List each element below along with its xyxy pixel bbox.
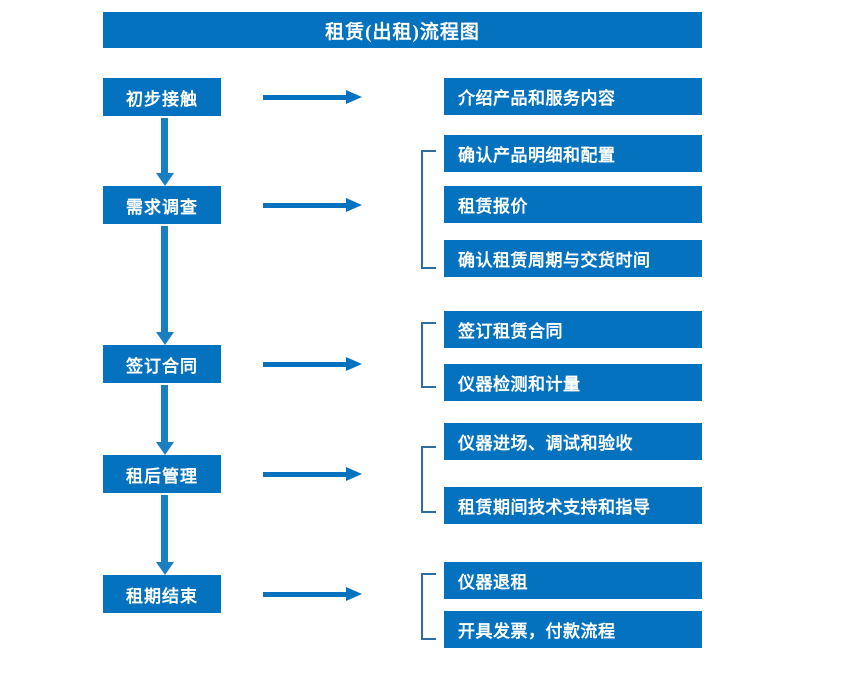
detail-box-6[interactable]: 仪器检测和计量 [444, 364, 702, 401]
stage-box-4[interactable]: 租后管理 [103, 455, 221, 493]
horizontal-arrow-3 [263, 356, 362, 372]
detail-box-9[interactable]: 仪器退租 [444, 562, 702, 599]
detail-box-4[interactable]: 确认租赁周期与交货时间 [444, 240, 702, 277]
detail-box-5[interactable]: 签订租赁合同 [444, 311, 702, 348]
group-bracket-2 [421, 322, 436, 388]
detail-box-1[interactable]: 介绍产品和服务内容 [444, 78, 702, 115]
stage-box-3[interactable]: 签订合同 [103, 345, 221, 383]
detail-box-3[interactable]: 租赁报价 [444, 186, 702, 223]
vertical-arrow-4 [156, 495, 174, 575]
horizontal-arrow-2 [263, 197, 362, 213]
stage-box-1[interactable]: 初步接触 [103, 78, 221, 116]
detail-box-2[interactable]: 确认产品明细和配置 [444, 135, 702, 172]
stage-box-5[interactable]: 租期结束 [103, 575, 221, 613]
detail-box-10[interactable]: 开具发票，付款流程 [444, 611, 702, 648]
group-bracket-1 [421, 150, 436, 269]
vertical-arrow-2 [156, 226, 174, 345]
group-bracket-3 [421, 446, 436, 513]
horizontal-arrow-4 [263, 466, 362, 482]
vertical-arrow-3 [156, 385, 174, 455]
detail-box-8[interactable]: 租赁期间技术支持和指导 [444, 487, 702, 524]
vertical-arrow-1 [156, 118, 174, 186]
horizontal-arrow-5 [263, 586, 362, 602]
group-bracket-4 [421, 573, 436, 640]
detail-box-7[interactable]: 仪器进场、调试和验收 [444, 423, 702, 460]
horizontal-arrow-1 [263, 89, 362, 105]
diagram-title: 租赁(出租)流程图 [103, 12, 702, 48]
stage-box-2[interactable]: 需求调查 [103, 186, 221, 224]
